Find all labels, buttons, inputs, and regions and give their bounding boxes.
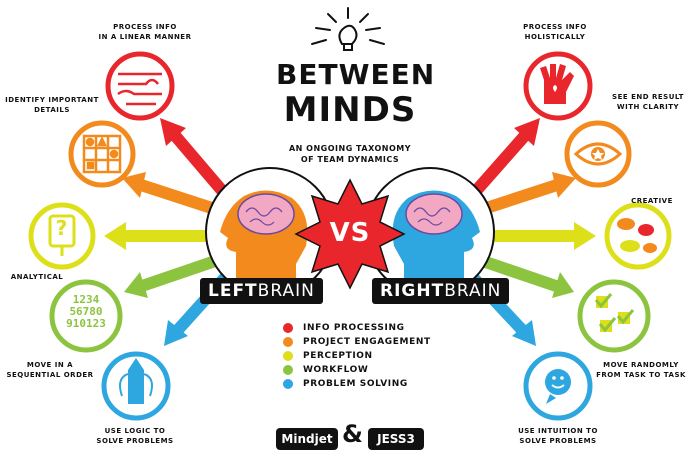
lightbulb-icon [311,7,385,51]
paint-blobs-icon [617,218,657,253]
legend-dot [283,351,293,361]
legend: INFO PROCESSING PROJECT ENGAGEMENT PERCE… [283,321,453,391]
legend-item: PERCEPTION [283,349,453,363]
legend-item: WORKFLOW [283,363,453,377]
left-note-perception: ANALYTICAL [10,273,64,281]
smiley-bubble-icon [545,369,571,404]
subtitle-line-1: AN ONGOING TAXONOMY [288,144,412,153]
right-head [365,167,495,297]
legend-dot [283,379,293,389]
left-brain-bold: LEFT [208,281,258,301]
legend-item: PROJECT ENGAGEMENT [283,335,453,349]
right-note-workflow: MOVE RANDOMLY FROM TASK TO TASK [596,361,686,379]
shapes-grid-icon [82,134,122,174]
pencil-icon [119,358,153,404]
right-brain-bold: RIGHT [380,281,445,301]
vs-burst [294,178,406,290]
jess3-logo: JESS3 [368,428,424,450]
legend-label: INFO PROCESSING [303,323,405,333]
left-note-project-engagement: IDENTIFY IMPORTANT DETAILS [5,96,99,114]
numbers-row-2: 56780 [69,305,103,318]
brain-icon [405,193,463,235]
checkmarks-icon [594,293,635,333]
left-note-info-processing: PROCESS INFO IN A LINEAR MANNER [98,23,192,41]
linear-lines-icon [117,72,162,106]
legend-dot [283,365,293,375]
legend-item: INFO PROCESSING [283,321,453,335]
right-note-problem-solving: USE INTUITION TO SOLVE PROBLEMS [518,427,598,445]
legend-label: WORKFLOW [303,365,369,375]
right-note-project-engagement: SEE END RESULT WITH CLARITY [612,93,684,111]
left-note-problem-solving: USE LOGIC TO SOLVE PROBLEMS [96,427,174,445]
numbers-row-3: 910123 [66,317,106,330]
left-head [205,167,335,297]
legend-dot [283,323,293,333]
left-brain-label: LEFTBRAIN [200,278,323,304]
question-icon [48,214,76,256]
legend-item: PROBLEM SOLVING [283,377,453,391]
right-note-perception: CREATIVE [631,197,673,205]
numbers-icon: 1234 56780 910123 [58,294,114,330]
ampersand: & [342,420,364,448]
left-brain-light: BRAIN [257,281,315,301]
legend-label: PROBLEM SOLVING [303,379,408,389]
title-line-1: BETWEEN [276,58,436,91]
right-note-info-processing: PROCESS INFO HOLISTICALLY [523,23,587,41]
eye-icon [573,142,623,166]
numbers-row-1: 1234 [72,293,100,306]
question-mark: ? [55,216,69,240]
mindjet-logo: Mindjet [276,428,338,450]
hand-heart-icon [540,64,574,104]
right-brain-light: BRAIN [444,281,502,301]
brain-icon [237,193,295,235]
legend-label: PERCEPTION [303,351,373,361]
legend-label: PROJECT ENGAGEMENT [303,337,431,347]
right-brain-label: RIGHTBRAIN [372,278,510,304]
left-note-workflow: MOVE IN A SEQUENTIAL ORDER [6,361,94,379]
vs-label: VS [329,218,371,248]
legend-dot [283,337,293,347]
subtitle-line-2: OF TEAM DYNAMICS [300,155,400,164]
left-circles [28,51,175,421]
title-line-2: MINDS [283,90,417,130]
